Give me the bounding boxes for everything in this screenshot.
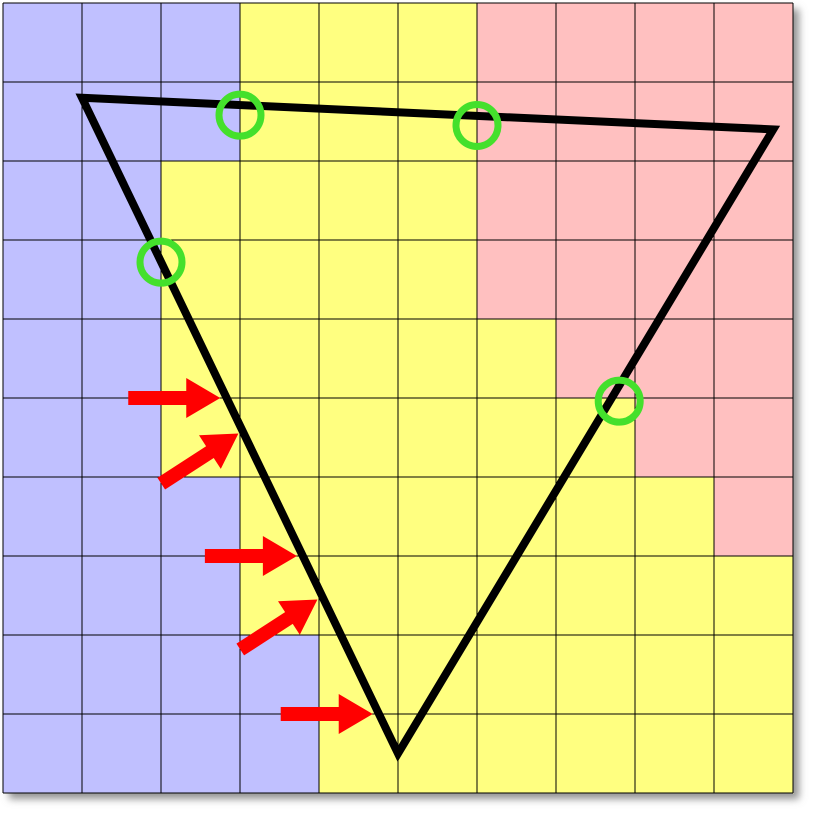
grid-cell <box>3 82 83 162</box>
intersection-circle <box>452 100 502 150</box>
grid-cell <box>556 477 636 557</box>
grid-cell <box>161 319 241 399</box>
grid-cell <box>714 398 794 478</box>
grid-cell <box>3 319 83 399</box>
grid-cell <box>240 3 320 83</box>
grid-cell <box>82 477 162 557</box>
grid-cell <box>82 714 162 794</box>
grid-cell <box>556 240 636 320</box>
intersection-circle <box>594 376 644 426</box>
grid-cell <box>714 319 794 399</box>
grid-cell <box>714 556 794 636</box>
grid-cell <box>82 398 162 478</box>
grid-cell <box>635 319 715 399</box>
grid-cell <box>3 3 83 83</box>
red-arrow <box>280 694 373 734</box>
triangle-outline <box>75 93 781 762</box>
grid-cell <box>161 161 241 241</box>
grid-cell <box>714 3 794 83</box>
grid-cell <box>556 556 636 636</box>
grid-cell <box>240 714 320 794</box>
grid-cell <box>714 635 794 715</box>
grid-cell <box>3 556 83 636</box>
grid-cell <box>398 477 478 557</box>
grid-cell <box>82 635 162 715</box>
grid-cell <box>635 635 715 715</box>
grid-cell <box>82 3 162 83</box>
grid-cell <box>3 714 83 794</box>
grid-cell <box>477 3 557 83</box>
grid-cell <box>477 714 557 794</box>
grid-cell <box>398 319 478 399</box>
grid-cell <box>3 398 83 478</box>
grid-cell <box>635 3 715 83</box>
grid-cell <box>477 240 557 320</box>
grid-cell <box>556 161 636 241</box>
grid-cell <box>161 714 241 794</box>
grid-cell <box>319 240 399 320</box>
grid-cell <box>3 161 83 241</box>
grid-cell <box>161 635 241 715</box>
grid-cell <box>161 556 241 636</box>
intersection-circle <box>215 90 265 140</box>
grid-cell <box>398 556 478 636</box>
grid-cell <box>398 3 478 83</box>
grid-cell <box>161 3 241 83</box>
grid-cell <box>398 240 478 320</box>
grid-cell <box>635 556 715 636</box>
grid-cell <box>398 161 478 241</box>
grid-cell <box>714 714 794 794</box>
grid-cell <box>477 319 557 399</box>
grid-cell <box>82 556 162 636</box>
grid-cell <box>319 477 399 557</box>
grid-cell <box>635 398 715 478</box>
grid-cell <box>556 635 636 715</box>
grid-cell <box>635 477 715 557</box>
red-arrow <box>236 599 318 656</box>
triangle <box>75 93 781 762</box>
pointer-arrows <box>128 378 373 734</box>
intersection-circle <box>136 237 186 287</box>
grid-cell <box>240 319 320 399</box>
grid-cell <box>635 161 715 241</box>
grid-cell <box>319 319 399 399</box>
grid-cell <box>319 398 399 478</box>
grid-cell <box>714 240 794 320</box>
grid-cell <box>319 556 399 636</box>
grid-cell <box>398 398 478 478</box>
grid-cell <box>319 3 399 83</box>
red-arrow <box>204 536 297 576</box>
grid-cell <box>240 240 320 320</box>
grid-cell <box>477 161 557 241</box>
intersection-circles <box>136 90 644 426</box>
grid-cell <box>477 635 557 715</box>
grid-cell <box>3 240 83 320</box>
grid-cell <box>3 635 83 715</box>
red-arrow <box>157 433 239 490</box>
grid-cell <box>398 82 478 162</box>
grid-cell <box>556 714 636 794</box>
grid-cell <box>3 477 83 557</box>
grid-cell <box>240 161 320 241</box>
grid-cell <box>556 3 636 83</box>
grid-cell <box>635 714 715 794</box>
grid-cell <box>714 82 794 162</box>
grid-cell <box>556 319 636 399</box>
grid-cell <box>82 319 162 399</box>
grid-cell <box>319 82 399 162</box>
grid-cell <box>477 398 557 478</box>
grid-cell <box>161 477 241 557</box>
grid-cell <box>319 161 399 241</box>
grid-cell <box>240 398 320 478</box>
red-arrow <box>128 378 221 418</box>
grid-cell <box>714 477 794 557</box>
